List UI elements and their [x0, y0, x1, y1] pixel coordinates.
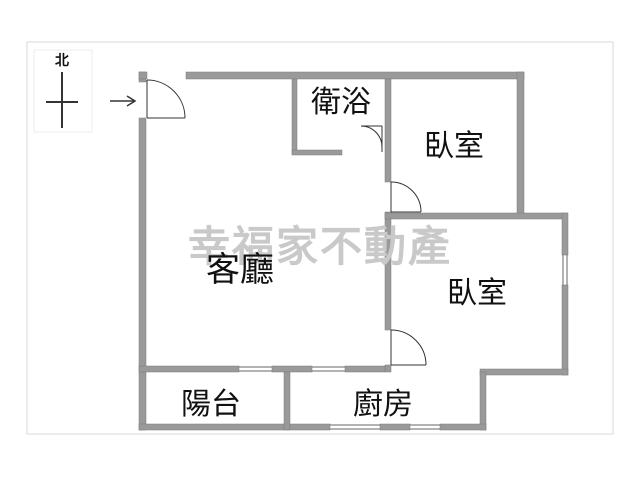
room-label-bathroom: 衛浴 [311, 85, 371, 120]
entry-arrow-icon [110, 95, 137, 107]
watermark-text: 幸福家不動產 [188, 222, 452, 271]
room-label-bedroom-top: 臥室 [424, 129, 484, 164]
windows [239, 255, 568, 430]
doors [146, 79, 427, 366]
room-label-balcony: 陽台 [181, 387, 241, 422]
north-arrow-icon: 北 [33, 49, 93, 133]
room-label-living-room: 客廳 [206, 250, 274, 290]
walls [138, 71, 569, 431]
north-label: 北 [55, 53, 69, 69]
drawing-frame [26, 41, 614, 435]
room-label-kitchen: 廚房 [353, 387, 413, 422]
room-label-bedroom-right: 臥室 [447, 276, 507, 311]
